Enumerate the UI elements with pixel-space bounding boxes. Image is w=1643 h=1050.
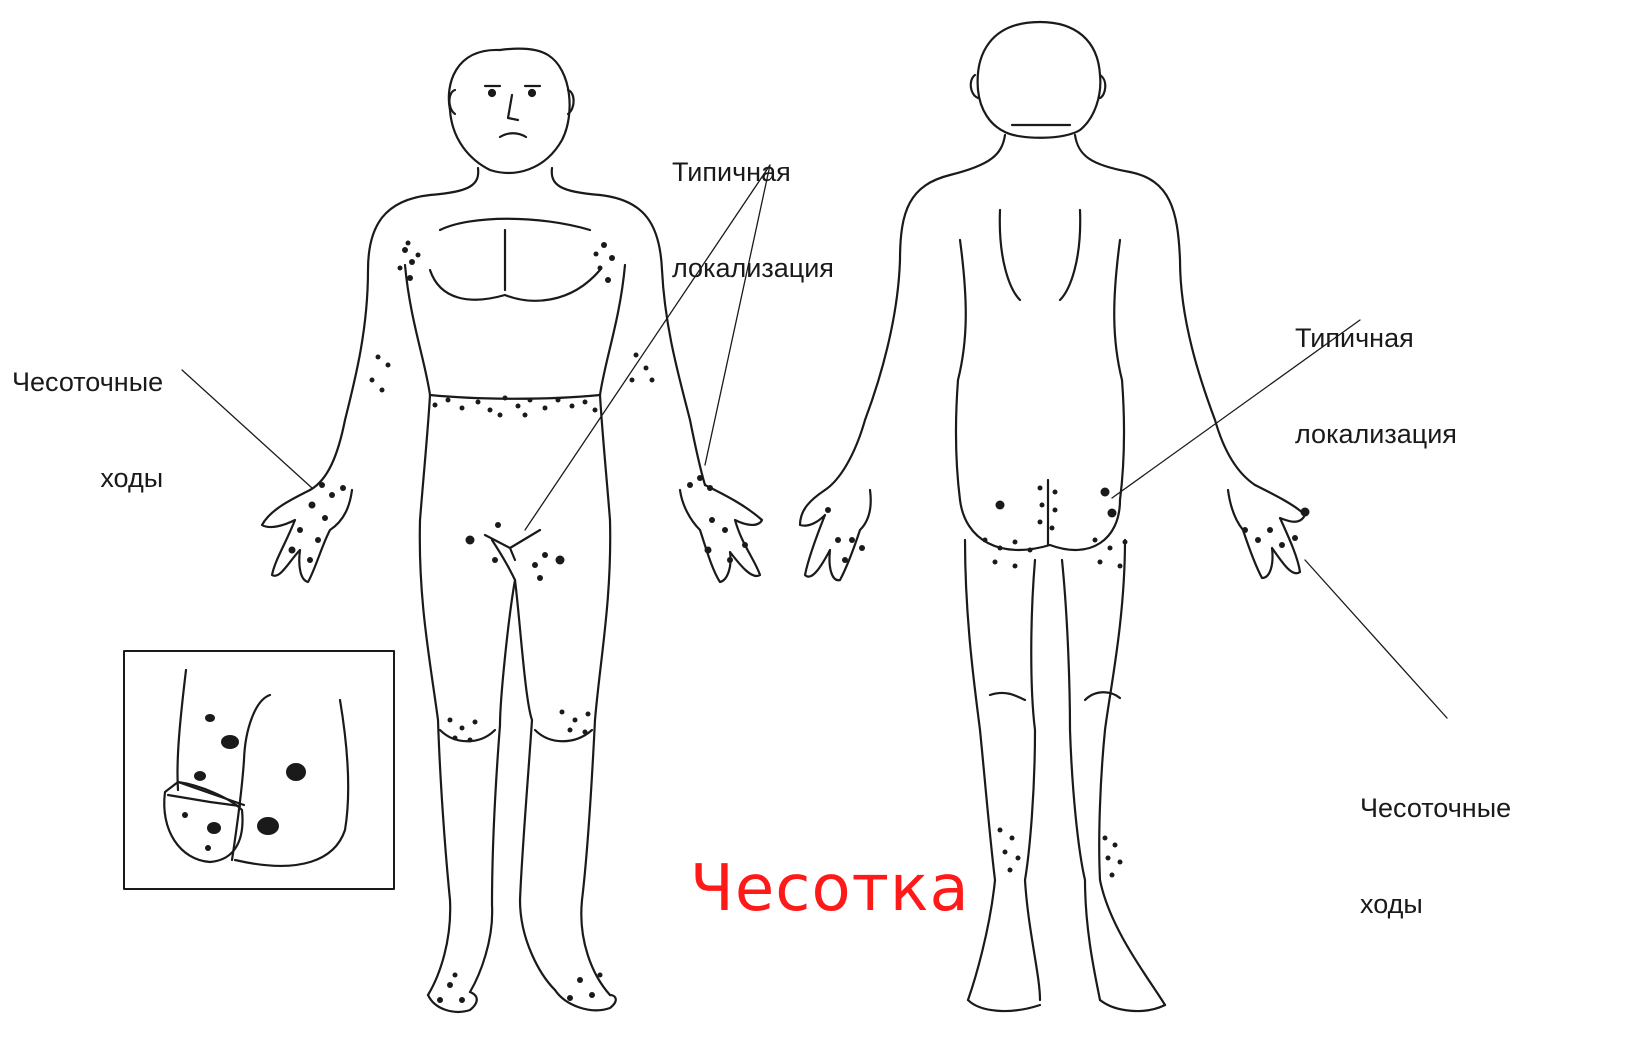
front-typical-label: Типичная локализация xyxy=(672,92,834,316)
back-burrows-label-line2: ходы xyxy=(1360,888,1511,920)
back-burrows-label: Чесоточные ходы xyxy=(1360,728,1511,952)
front-burrows-label: Чесоточные ходы xyxy=(12,302,163,526)
front-typical-label-line1: Типичная xyxy=(672,156,834,188)
back-typical-label-line1: Типичная xyxy=(1295,322,1457,354)
page-title: Чесотка xyxy=(690,852,970,926)
front-burrows-label-line1: Чесоточные xyxy=(12,366,163,398)
front-typical-label-line2: локализация xyxy=(672,252,834,284)
back-typical-label: Типичная локализация xyxy=(1295,258,1457,482)
inset-detail-figure xyxy=(124,651,394,889)
back-burrows-label-line1: Чесоточные xyxy=(1360,792,1511,824)
back-typical-label-line2: локализация xyxy=(1295,418,1457,450)
front-burrows-label-line2: ходы xyxy=(12,462,163,494)
